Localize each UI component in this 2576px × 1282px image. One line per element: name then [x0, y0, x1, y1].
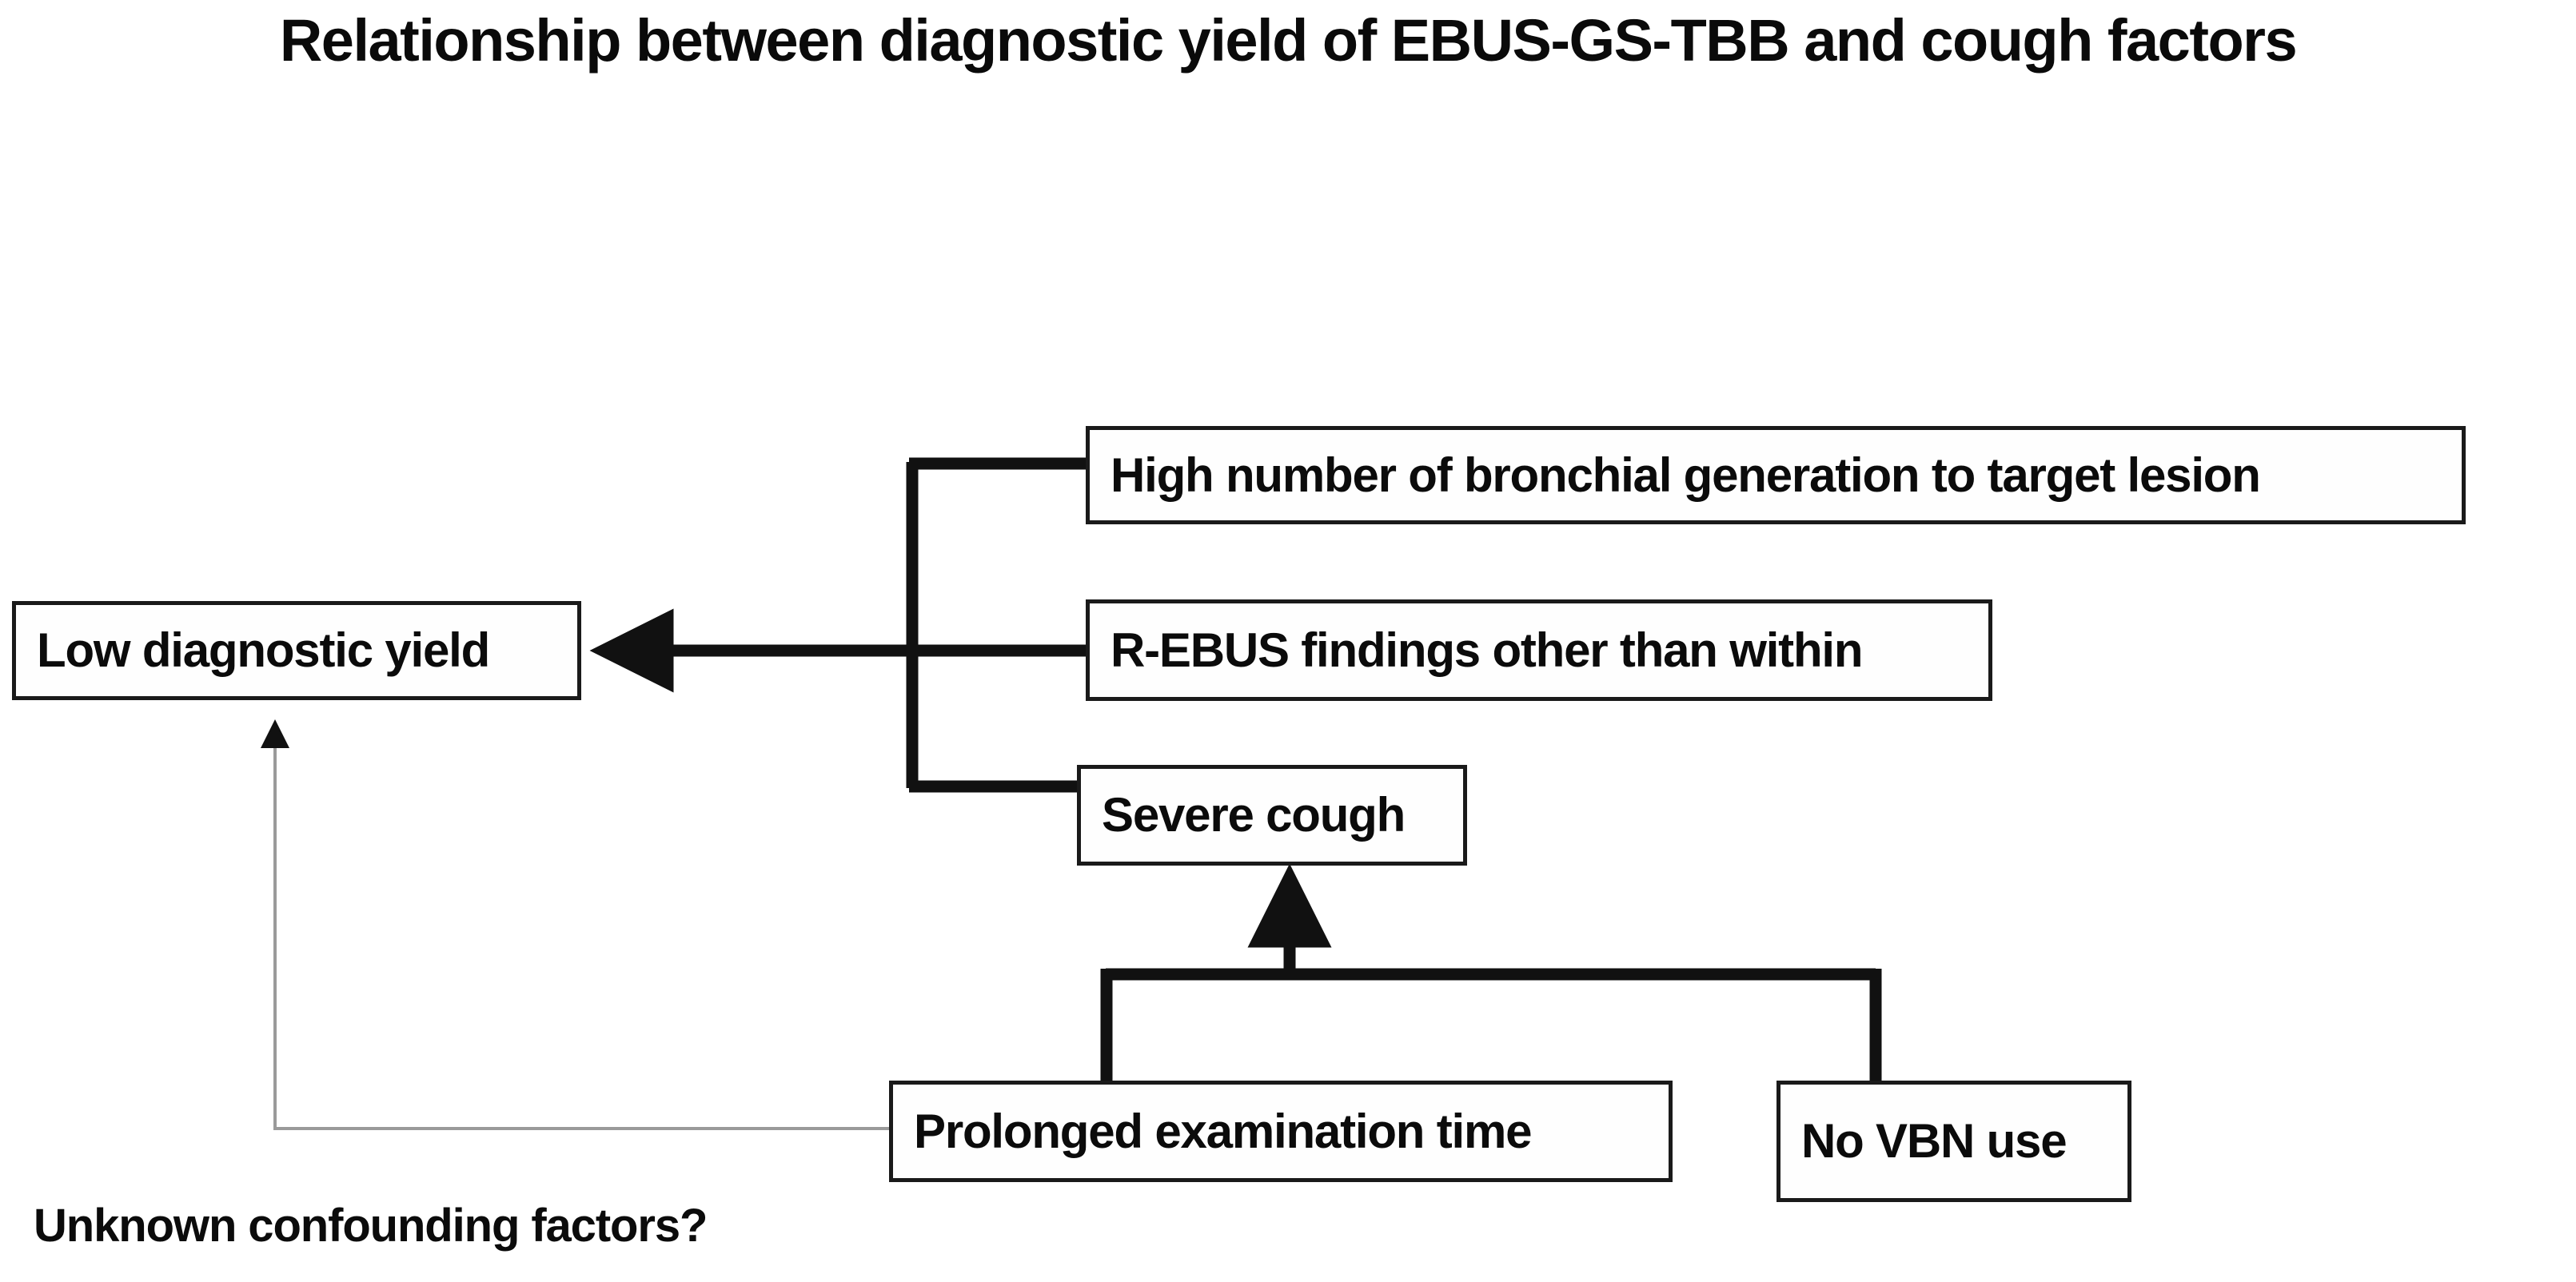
- node-high-bronchial-generation-label: High number of bronchial generation to t…: [1111, 448, 2261, 502]
- node-high-bronchial-generation[interactable]: High number of bronchial generation to t…: [1086, 426, 2466, 524]
- figure-title: Relationship between diagnostic yield of…: [279, 7, 2298, 74]
- annotation-unknown-confounding-factors: Unknown confounding factors?: [34, 1200, 708, 1252]
- node-no-vbn-use-label: No VBN use: [1801, 1114, 2068, 1168]
- node-prolonged-examination-time-label: Prolonged examination time: [914, 1104, 1532, 1158]
- node-severe-cough[interactable]: Severe cough: [1077, 765, 1467, 866]
- node-rebus-findings[interactable]: R-EBUS findings other than within: [1086, 599, 1992, 701]
- node-no-vbn-use[interactable]: No VBN use: [1776, 1081, 2131, 1202]
- node-prolonged-examination-time[interactable]: Prolonged examination time: [889, 1081, 1673, 1182]
- node-low-diagnostic-yield-label: Low diagnostic yield: [37, 623, 490, 677]
- edge-unknown-confounding-link: [261, 719, 889, 1130]
- node-low-diagnostic-yield[interactable]: Low diagnostic yield: [12, 601, 581, 700]
- node-severe-cough-label: Severe cough: [1102, 788, 1406, 842]
- node-rebus-findings-label: R-EBUS findings other than within: [1111, 623, 1864, 677]
